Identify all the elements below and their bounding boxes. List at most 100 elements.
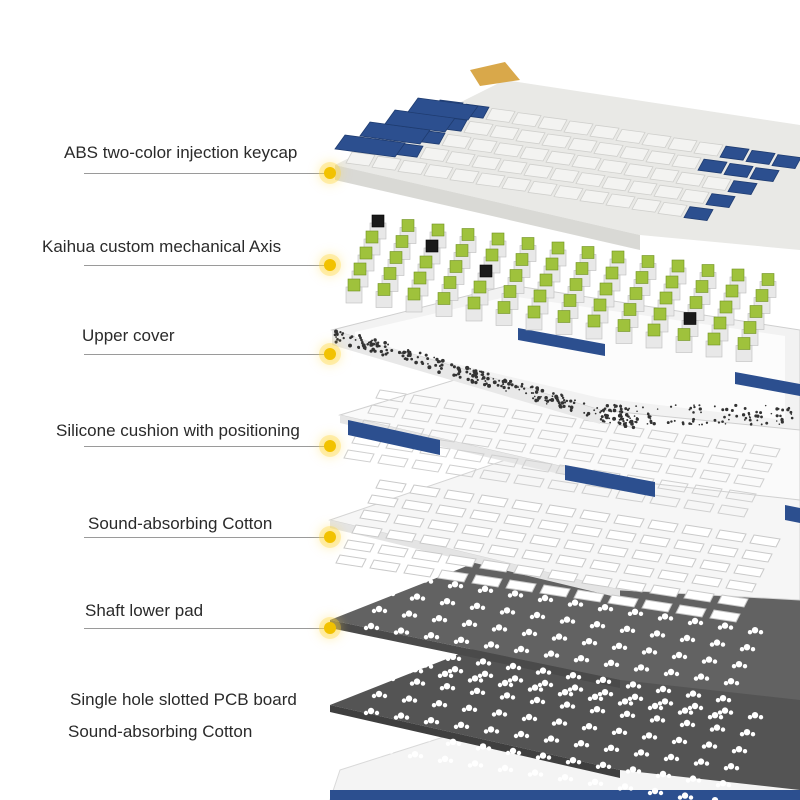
pad-hole [666, 688, 672, 694]
pcb-hole [651, 787, 659, 795]
pad-hole [728, 625, 734, 630]
keycap [345, 151, 376, 167]
keycap [467, 138, 498, 154]
switch-stem [569, 278, 583, 291]
pad-hole [701, 659, 707, 664]
keycap [489, 125, 520, 141]
speckle [619, 407, 623, 411]
pcb-hole [377, 749, 383, 754]
keycap [397, 159, 428, 175]
pcb-hole [404, 715, 410, 720]
cotton-cell [427, 519, 459, 533]
pad-hole [690, 637, 696, 643]
pcb-hole [453, 724, 459, 729]
pad-hole [435, 615, 443, 622]
speckle [550, 397, 555, 402]
speckle [619, 417, 623, 421]
switch-stem [539, 273, 553, 287]
cotton-cell [649, 584, 681, 598]
pcb-hole [728, 710, 734, 715]
callout-leader-silicone [84, 446, 330, 447]
cotton-cell [403, 564, 435, 578]
switch-stem [521, 237, 535, 250]
pad-hole [679, 637, 685, 643]
speckle [627, 415, 630, 418]
cotton-cell [715, 529, 747, 543]
pad-hole [420, 596, 426, 601]
switch-stem [377, 283, 391, 296]
pcb-hole [742, 749, 748, 754]
pad-hole [501, 679, 509, 687]
pad-hole [685, 693, 691, 698]
keycap [519, 146, 550, 162]
pcb-hole [562, 721, 568, 726]
pad-hole [576, 675, 582, 680]
pcb-hole [366, 727, 372, 733]
speckle [386, 351, 389, 355]
pcb-hole [538, 772, 544, 777]
pad-hole [608, 607, 614, 612]
pcb-hole [418, 754, 424, 759]
speckle [545, 399, 550, 403]
pad-hole [443, 598, 451, 605]
speckle [609, 421, 611, 424]
pad-hole [524, 648, 530, 654]
speckle [787, 406, 791, 410]
pad-hole [491, 627, 497, 632]
pcb-hole [576, 760, 582, 765]
cotton-cell [707, 544, 739, 558]
switch-stem [629, 287, 643, 300]
pad-hole [668, 616, 674, 621]
speckle [427, 365, 432, 370]
pcb-hole [563, 701, 571, 708]
silicone-cell [681, 434, 713, 448]
speckle [500, 384, 503, 388]
cotton-cell [555, 554, 587, 568]
speckle [379, 349, 383, 354]
pad-hole [735, 661, 743, 668]
speckle [439, 366, 443, 370]
silicone-cell [479, 469, 511, 483]
pcb-hole [456, 741, 462, 746]
pad-hole [709, 642, 715, 647]
keycap-modifier [407, 97, 479, 121]
cotton-cell [725, 579, 757, 593]
pcb-hole [633, 752, 639, 757]
silicone-grid [343, 389, 781, 518]
silicone-cell [469, 419, 501, 433]
cotton-cell [665, 554, 697, 568]
switch-stem [671, 259, 685, 273]
callout-leader-shaft-pad [84, 628, 330, 629]
speckle [629, 417, 631, 420]
pad-hole [652, 650, 658, 655]
switch-stem [677, 328, 691, 341]
speckle [562, 398, 566, 402]
speckle [748, 416, 751, 418]
silicone-cell [503, 424, 535, 438]
pad-hole [421, 576, 429, 583]
speckle [540, 388, 545, 393]
pcb-hole [593, 706, 601, 713]
pad-hole [383, 588, 391, 596]
switch-stem [587, 314, 601, 328]
pad-hole [469, 605, 475, 610]
pad-hole [657, 616, 663, 621]
pcb-hole [551, 721, 557, 726]
cotton-cell [419, 534, 451, 548]
pcb-hole [363, 710, 369, 716]
pad-hole [529, 614, 535, 620]
pad-hole [347, 659, 353, 665]
pcb-hole [486, 746, 492, 751]
pad-hole [494, 644, 500, 649]
pad-hole [388, 664, 394, 669]
silicone-cell [435, 414, 467, 428]
pad-hole [391, 571, 399, 579]
keycap [705, 193, 736, 209]
speckle [492, 378, 495, 380]
pad-hole [623, 625, 631, 632]
cotton-cell [503, 514, 535, 528]
speckle [533, 395, 536, 398]
pad-hole [393, 630, 399, 635]
callout-label-shaft-pad: Shaft lower pad [85, 601, 204, 620]
pad-hole [464, 639, 470, 644]
